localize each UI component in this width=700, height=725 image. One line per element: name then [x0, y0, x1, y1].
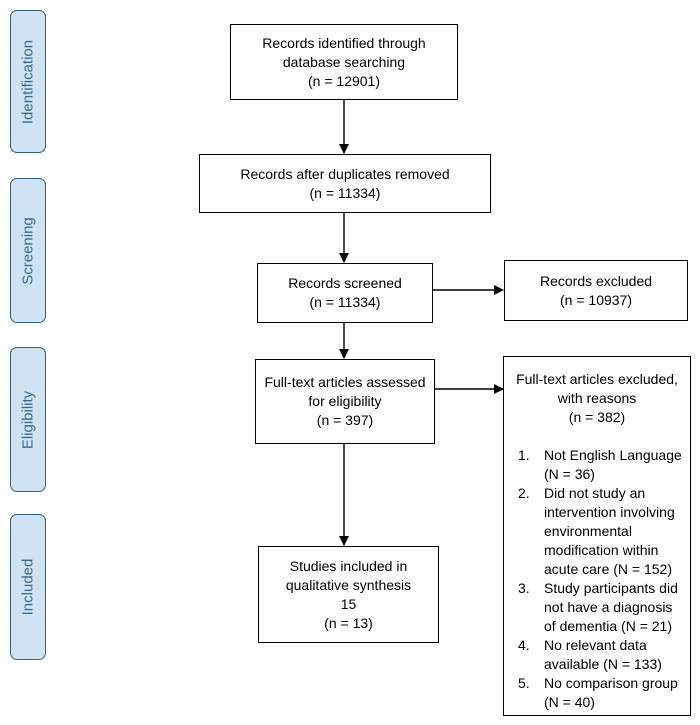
exclusion-reason-number: 5. [518, 675, 530, 691]
box-fulltext-assessed-line1: Full-text articles assessed [264, 374, 426, 390]
exclusion-reason: 4. No relevant data available (N = 133) [504, 636, 690, 674]
box-fulltext-excluded: Full-text articles excluded, with reason… [503, 356, 691, 716]
box-studies-included-line4: (n = 13) [324, 614, 373, 631]
box-records-excluded: Records excluded (n = 10937) [504, 260, 688, 321]
phase-identification: Identification [10, 10, 46, 153]
box-fulltext-assessed-line3: (n = 397) [316, 412, 374, 428]
exclusion-reason-number: 4. [518, 637, 530, 653]
phase-eligibility: Eligibility [10, 347, 46, 492]
exclusion-reasons-list: 1. Not English Language (N = 36) 2. Did … [504, 446, 690, 712]
exclusion-reason-text: No comparison group (N = 40) [544, 675, 678, 710]
exclusion-reason: 1. Not English Language (N = 36) [504, 446, 690, 484]
box-records-screened-line1: Records screened [288, 275, 402, 291]
box-studies-included-line2: qualitative synthesis [285, 576, 412, 593]
box-records-screened-line2: (n = 11334) [309, 294, 381, 310]
exclusion-reason-number: 3. [518, 580, 530, 596]
box-studies-included: Studies included in qualitative synthesi… [258, 546, 439, 643]
exclusion-reason: 2. Did not study an intervention involvi… [504, 484, 690, 579]
box-studies-included-line3: 15 [340, 595, 357, 612]
exclusion-reason-number: 2. [518, 485, 530, 501]
exclusion-reason-text: Did not study an intervention involving … [544, 485, 675, 577]
exclusion-reason-text: Study participants did not have a diagno… [544, 580, 678, 634]
box-duplicates-removed-line2: (n = 11334) [309, 184, 381, 201]
box-records-excluded-line1: Records excluded [539, 272, 653, 289]
box-duplicates-removed: Records after duplicates removed (n = 11… [199, 154, 491, 213]
box-records-identified: Records identified through database sear… [230, 24, 458, 100]
phase-screening: Screening [10, 178, 46, 323]
fulltext-excluded-heading: Full-text articles excluded, with reason… [504, 370, 690, 427]
exclusion-reason-text: No relevant data available (N = 133) [544, 637, 662, 672]
box-fulltext-assessed-line2: for eligibility [308, 393, 382, 409]
fulltext-excluded-heading-line1: Full-text articles excluded, [516, 371, 678, 387]
phase-included: Included [10, 514, 46, 660]
box-records-identified-line3: (n = 12901) [308, 72, 380, 89]
exclusion-reason-number: 1. [518, 447, 530, 463]
box-studies-included-line1: Studies included in [289, 557, 408, 574]
box-records-screened: Records screened (n = 11334) [257, 263, 433, 323]
box-records-identified-line1: Records identified through [262, 34, 426, 51]
exclusion-reason-text: Not English Language (N = 36) [544, 447, 682, 482]
box-duplicates-removed-line1: Records after duplicates removed [240, 165, 450, 182]
box-records-identified-line2: database searching [282, 53, 406, 70]
box-fulltext-assessed: Full-text articles assessed for eligibil… [255, 359, 435, 444]
exclusion-reason: 5. No comparison group (N = 40) [504, 674, 690, 712]
fulltext-excluded-heading-line2: with reasons [557, 390, 637, 406]
fulltext-excluded-heading-line3: (n = 382) [568, 409, 626, 425]
exclusion-reason: 3. Study participants did not have a dia… [504, 579, 690, 636]
box-records-excluded-line2: (n = 10937) [560, 291, 632, 308]
